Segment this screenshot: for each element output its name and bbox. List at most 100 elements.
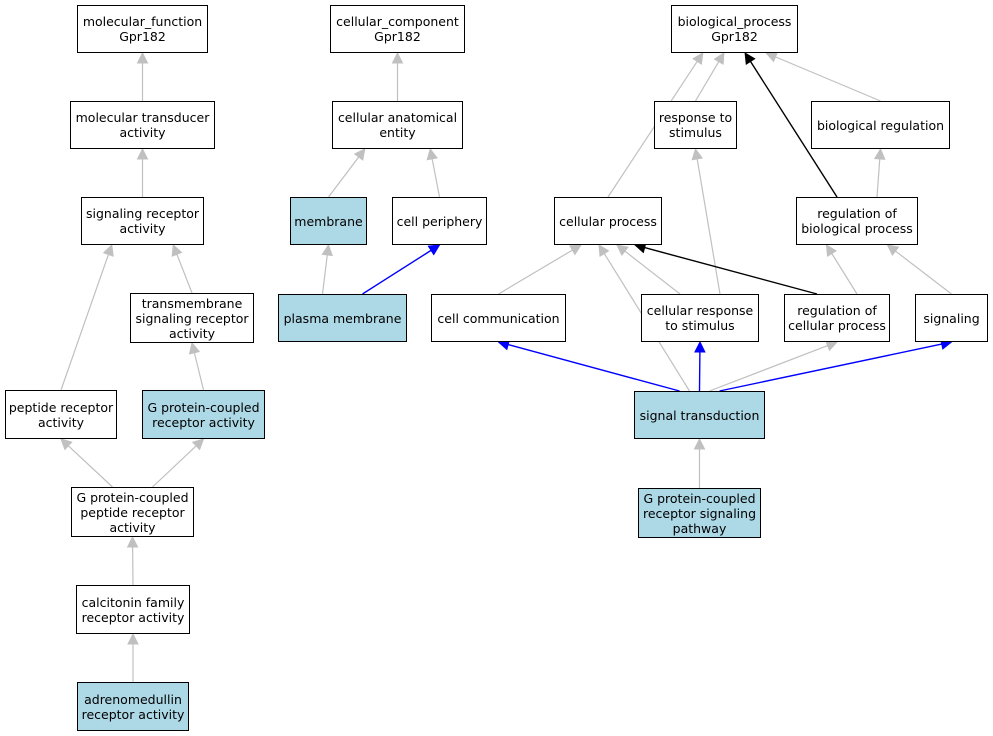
node-label: plasma membrane	[283, 310, 402, 326]
node-label: cellular process	[559, 213, 657, 229]
node-response-to-stimulus[interactable]: response to stimulus	[654, 101, 737, 149]
node-cellular-response-to-stimulus[interactable]: cellular response to stimulus	[641, 294, 759, 342]
node-molecular-function[interactable]: molecular_function Gpr182	[77, 5, 208, 53]
arrowhead-mt-to-mf	[136, 51, 149, 64]
node-regulation-of-cellular-process[interactable]: regulation of cellular process	[784, 294, 890, 342]
node-label: molecular transducer activity	[75, 110, 210, 140]
node-label: cellular anatomical entity	[337, 110, 458, 140]
node-gpcr-signaling-pathway[interactable]: G protein-coupled receptor signaling pat…	[638, 488, 761, 538]
node-signal-transduction[interactable]: signal transduction	[634, 391, 765, 439]
edge-cperiph-to-cae	[431, 158, 441, 198]
arrowhead-pm-to-membrane	[321, 243, 333, 257]
node-label: calcitonin family receptor activity	[81, 594, 185, 625]
node-label: cell periphery	[396, 213, 483, 229]
node-label: adrenomedullin receptor activity	[81, 691, 185, 722]
node-label: G protein-coupled receptor activity	[147, 399, 260, 430]
node-label: biological_process Gpr182	[677, 14, 792, 44]
arrowhead-cp-to-bp	[692, 52, 704, 65]
arrowhead-st-to-cp	[598, 244, 610, 257]
edge-pra-to-sra	[60, 254, 110, 391]
edge-gpcra-to-tsra	[193, 352, 205, 391]
edge-gpcpra-to-pra	[67, 445, 113, 488]
edge-rts-to-bp	[694, 61, 720, 102]
arrowhead-gpcpra-to-pra	[60, 438, 73, 451]
node-label: transmembrane signaling receptor activit…	[135, 295, 249, 341]
node-gpcr-activity[interactable]: G protein-coupled receptor activity	[142, 390, 265, 439]
arrowhead-rcp-to-rbp	[825, 244, 837, 257]
node-cell-communication[interactable]: cell communication	[431, 294, 566, 342]
arrowhead-st-to-crts	[694, 340, 706, 353]
arrowhead-gpcpra-to-gpcra	[191, 438, 205, 451]
node-biological-regulation[interactable]: biological regulation	[811, 101, 950, 149]
arrowhead-membrane-to-cae	[353, 148, 366, 161]
node-plasma-membrane[interactable]: plasma membrane	[278, 294, 407, 342]
edge-rcp-to-cp	[644, 246, 818, 295]
arrowhead-gpcra-to-tsra	[188, 341, 201, 355]
arrowhead-crts-to-cp	[616, 244, 629, 257]
node-label: biological regulation	[816, 117, 945, 133]
node-adrenomedullin-receptor-activity[interactable]: adrenomedullin receptor activity	[77, 682, 189, 731]
edge-rcp-to-rbp	[831, 253, 858, 295]
edge-breg-to-bp	[775, 56, 881, 102]
arrowhead-pm-to-cperiph	[427, 244, 441, 256]
node-cellular-component[interactable]: cellular_component Gpr182	[330, 5, 465, 53]
edge-membrane-to-cae	[328, 156, 360, 198]
node-cell-periphery[interactable]: cell periphery	[392, 197, 487, 245]
arrowhead-ccomm-to-cp	[569, 244, 582, 256]
node-signaling-receptor-activity[interactable]: signaling receptor activity	[81, 197, 204, 245]
node-label: cellular_component Gpr182	[336, 14, 459, 44]
node-label: membrane	[294, 213, 363, 229]
arrowhead-gpcrsp-to-st	[693, 437, 706, 450]
edge-st-to-sig	[719, 343, 942, 392]
node-label: G protein-coupled peptide receptor activ…	[76, 489, 189, 535]
edge-ccomm-to-cp	[498, 249, 573, 295]
edge-crts-to-cp	[624, 250, 681, 295]
edge-st-to-ccomm	[507, 343, 680, 392]
arrowhead-cperiph-to-cae	[426, 147, 438, 161]
arrowhead-adra-to-cfra	[127, 632, 139, 645]
arrowhead-crts-to-rts	[691, 147, 703, 161]
arrowhead-st-to-rcp	[825, 340, 839, 352]
node-label: signaling	[923, 310, 980, 326]
edge-tsra-to-sra	[176, 254, 193, 294]
node-label: G protein-coupled receptor signaling pat…	[642, 490, 757, 536]
edge-sig-to-rbp	[895, 250, 952, 295]
node-label: signal transduction	[639, 407, 760, 423]
edge-rbp-to-breg	[876, 158, 881, 198]
node-label: regulation of cellular process	[788, 303, 886, 333]
node-signaling[interactable]: signaling	[915, 294, 988, 342]
node-gpc-peptide-receptor-activity[interactable]: G protein-coupled peptide receptor activ…	[71, 487, 194, 537]
node-label: signaling receptor activity	[85, 206, 200, 236]
arrowhead-sig-to-rbp	[886, 244, 900, 256]
node-transmembrane-signaling-receptor-activity[interactable]: transmembrane signaling receptor activit…	[130, 293, 254, 343]
node-biological-process[interactable]: biological_process Gpr182	[671, 5, 798, 53]
node-label: cellular response to stimulus	[646, 303, 754, 333]
node-label: response to stimulus	[658, 110, 733, 140]
node-cellular-anatomical-entity[interactable]: cellular anatomical entity	[332, 101, 463, 149]
node-membrane[interactable]: membrane	[290, 197, 367, 245]
node-label: cell communication	[437, 310, 560, 326]
arrowhead-rbp-to-bp	[744, 52, 756, 65]
edge-pm-to-cperiph	[362, 249, 432, 295]
arrowhead-tsra-to-sra	[171, 243, 183, 257]
node-peptide-receptor-activity[interactable]: peptide receptor activity	[5, 390, 117, 439]
edge-crts-to-rts	[696, 158, 721, 295]
arrowhead-cfra-to-gpcpra	[126, 535, 139, 548]
edge-st-to-rcp	[709, 345, 828, 392]
edge-gpcpra-to-gpcra	[152, 445, 197, 488]
node-molecular-transducer-activity[interactable]: molecular transducer activity	[70, 101, 215, 149]
node-calcitonin-family-receptor-activity[interactable]: calcitonin family receptor activity	[76, 585, 190, 634]
arrowhead-rts-to-bp	[713, 52, 725, 65]
arrowhead-cae-to-cc	[391, 51, 404, 64]
node-regulation-of-biological-process[interactable]: regulation of biological process	[796, 197, 918, 245]
node-label: molecular_function Gpr182	[82, 14, 203, 44]
edge-pm-to-membrane	[321, 254, 328, 295]
arrowhead-pra-to-sra	[102, 243, 114, 257]
arrowhead-breg-to-bp	[765, 51, 779, 63]
node-label: peptide receptor activity	[8, 399, 114, 430]
arrowhead-sra-to-mt	[136, 147, 149, 160]
arrowhead-rbp-to-breg	[873, 147, 886, 160]
node-cellular-process[interactable]: cellular process	[554, 197, 662, 245]
node-label: regulation of biological process	[801, 206, 913, 236]
